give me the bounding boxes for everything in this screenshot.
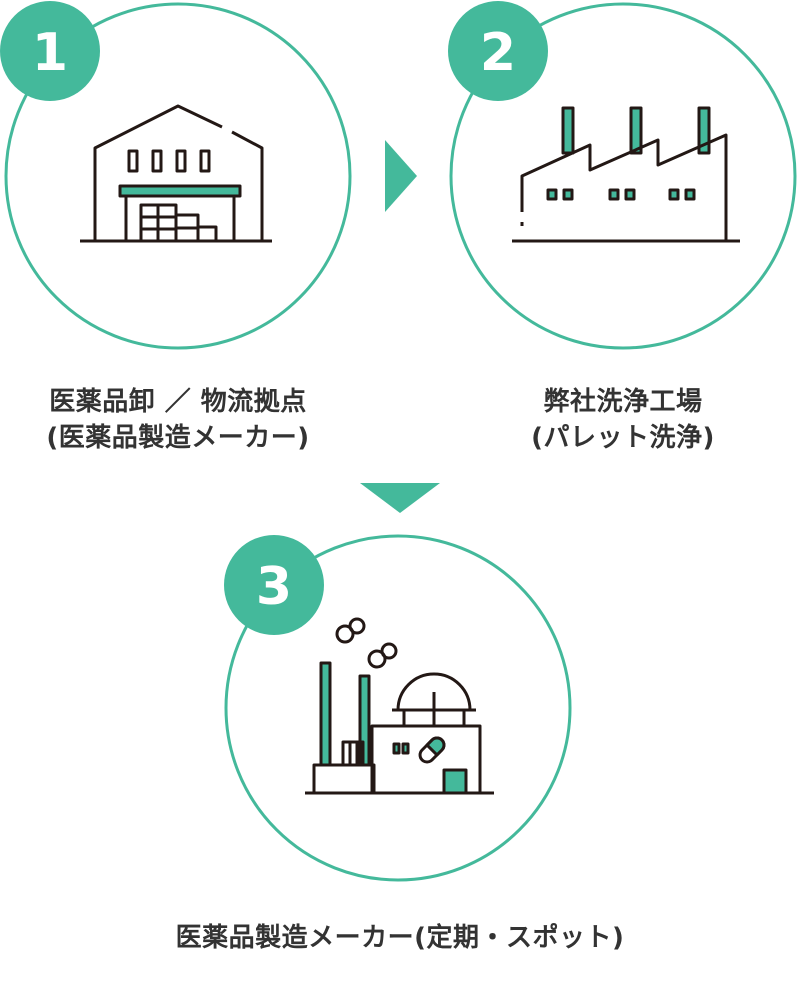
step-3-label-line1: 医薬品製造メーカー(定期・スポット)	[175, 923, 625, 953]
step-2-label-line1: 弊社洗浄工場	[543, 387, 703, 417]
step-1-circle	[4, 2, 352, 350]
factory-icon	[512, 106, 740, 243]
warehouse-icon	[80, 104, 272, 243]
step-1-label-line1: 医薬品卸 ／ 物流拠点	[49, 387, 307, 417]
step-2-badge: 2	[448, 1, 548, 101]
arrow-right-icon	[385, 140, 417, 212]
step-3-number: 3	[256, 557, 292, 617]
step-3-circle	[224, 534, 572, 882]
arrow-down-icon	[360, 483, 440, 513]
step-1-label-line2: (医薬品製造メーカー)	[46, 423, 310, 453]
step-1-label: 医薬品卸 ／ 物流拠点 (医薬品製造メーカー)	[0, 384, 356, 456]
step-2-circle	[449, 2, 797, 350]
step-3-badge: 3	[224, 535, 324, 635]
step-2-number: 2	[480, 23, 516, 83]
step-1-badge: 1	[0, 1, 100, 101]
pharma-plant-icon	[305, 617, 494, 795]
step-2-label-line2: (パレット洗浄)	[531, 423, 715, 453]
step-2-label: 弊社洗浄工場 (パレット洗浄)	[445, 384, 800, 456]
step-3-label: 医薬品製造メーカー(定期・スポット)	[100, 920, 700, 956]
step-1-number: 1	[32, 23, 68, 83]
